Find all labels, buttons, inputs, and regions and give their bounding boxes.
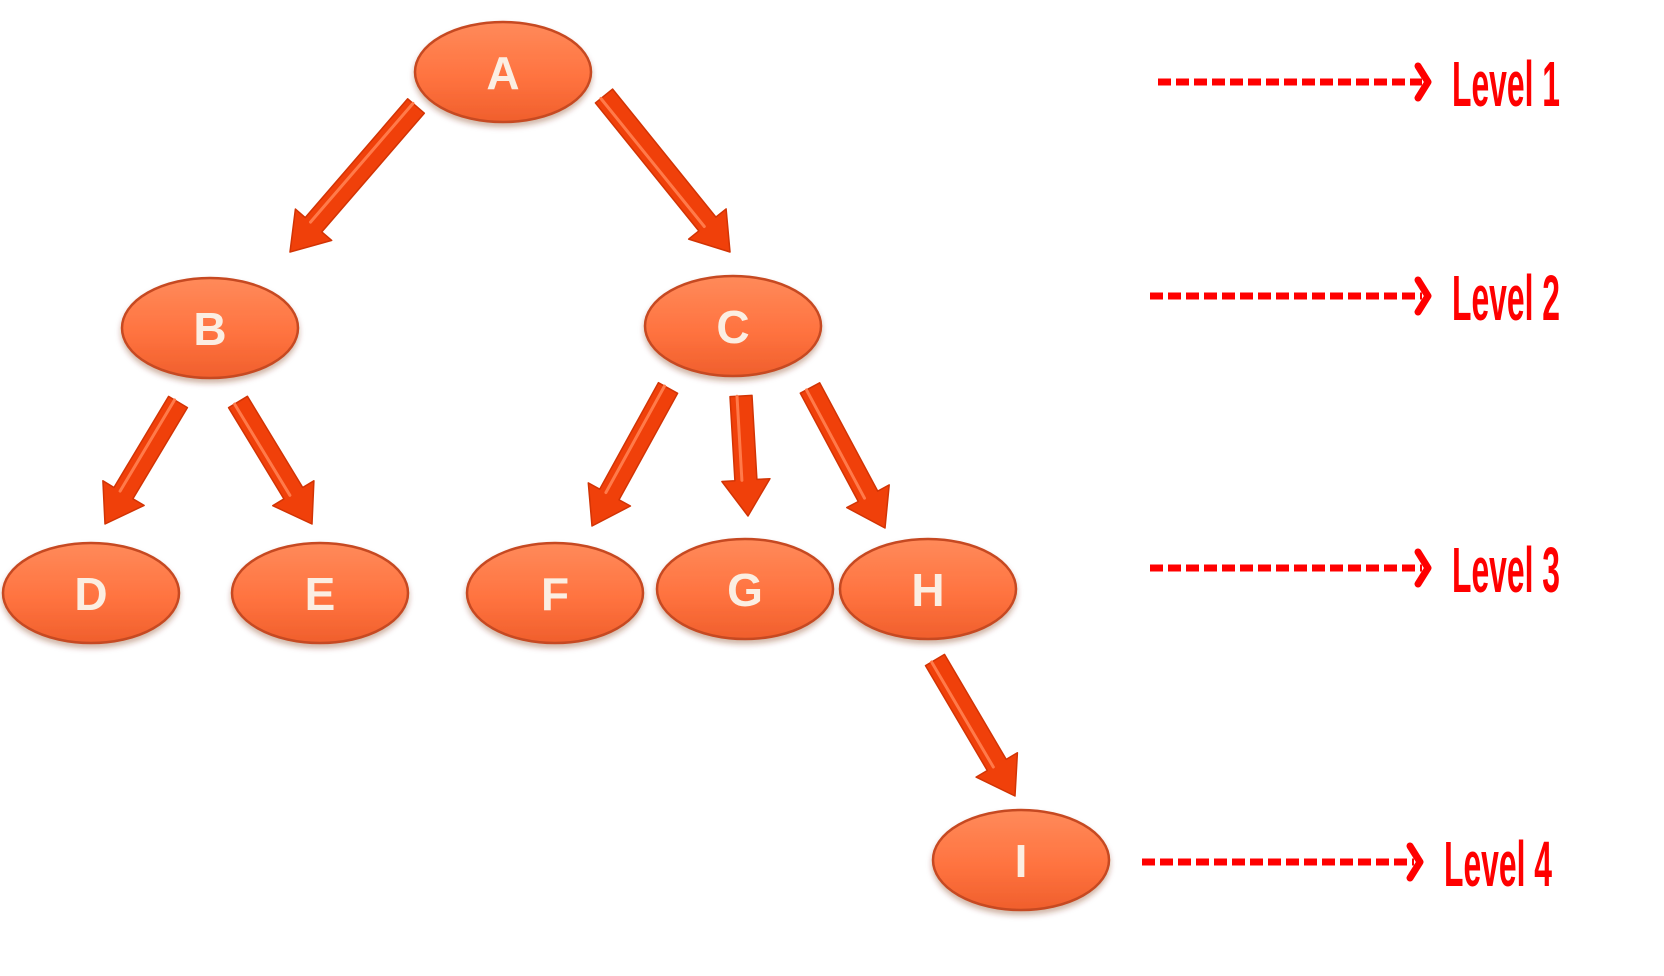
edge-arrow-a-b bbox=[289, 98, 426, 253]
edge-arrow-a-c bbox=[594, 88, 731, 253]
edge-arrow-c-f bbox=[587, 381, 679, 527]
edge-highlight-h-i bbox=[930, 660, 995, 769]
node-label-c: C bbox=[716, 301, 749, 353]
level-label-1: Level 1 bbox=[1452, 48, 1560, 120]
edges-layer bbox=[102, 88, 1019, 797]
level-marker-4: Level 4 bbox=[1142, 828, 1552, 900]
node-label-i: I bbox=[1015, 835, 1028, 887]
level-arrowhead-icon-3 bbox=[1414, 548, 1432, 588]
node-a: A bbox=[413, 20, 593, 124]
level-label-4: Level 4 bbox=[1444, 828, 1552, 900]
edge-highlight-c-h bbox=[805, 388, 866, 500]
level-marker-1: Level 1 bbox=[1158, 48, 1560, 120]
node-ellipse-a bbox=[413, 20, 593, 124]
node-ellipse-i bbox=[931, 808, 1111, 912]
node-label-e: E bbox=[305, 568, 336, 620]
edge-highlight-a-c bbox=[599, 97, 706, 228]
node-f: F bbox=[465, 541, 645, 645]
edge-highlight-c-f bbox=[604, 384, 666, 494]
edge-arrow-b-d bbox=[102, 395, 189, 525]
node-c: C bbox=[643, 274, 823, 378]
edge-highlight-a-b bbox=[309, 101, 415, 224]
node-b: B bbox=[120, 276, 300, 380]
level-marker-2: Level 2 bbox=[1150, 262, 1560, 334]
node-label-h: H bbox=[911, 564, 944, 616]
level-arrowhead-icon-4 bbox=[1406, 842, 1424, 882]
node-ellipse-c bbox=[643, 274, 823, 378]
node-ellipse-g bbox=[655, 537, 835, 641]
edge-highlight-b-d bbox=[118, 398, 177, 493]
level-arrowhead-icon-2 bbox=[1414, 276, 1432, 316]
node-ellipse-f bbox=[465, 541, 645, 645]
node-label-b: B bbox=[193, 303, 226, 355]
node-i: I bbox=[931, 808, 1111, 912]
level-arrowhead-icon-1 bbox=[1414, 62, 1432, 102]
node-label-d: D bbox=[74, 568, 107, 620]
node-g: G bbox=[655, 537, 835, 641]
node-e: E bbox=[230, 541, 410, 645]
nodes-layer: A B C D E F G H I bbox=[1, 20, 1111, 912]
level-label-3: Level 3 bbox=[1452, 534, 1560, 606]
node-label-f: F bbox=[541, 568, 569, 620]
node-h: H bbox=[838, 537, 1018, 641]
edge-arrow-c-g bbox=[721, 394, 771, 517]
edge-highlight-c-g bbox=[735, 394, 744, 482]
node-ellipse-e bbox=[230, 541, 410, 645]
node-label-g: G bbox=[727, 564, 763, 616]
node-label-a: A bbox=[486, 47, 519, 99]
node-ellipse-b bbox=[120, 276, 300, 380]
node-ellipse-h bbox=[838, 537, 1018, 641]
level-label-2: Level 2 bbox=[1452, 262, 1560, 334]
levels-layer: Level 1 Level 2 Level 3 Level 4 bbox=[1142, 48, 1560, 900]
node-d: D bbox=[1, 541, 181, 645]
node-ellipse-d bbox=[1, 541, 181, 645]
edge-highlight-b-e bbox=[233, 402, 292, 497]
level-marker-3: Level 3 bbox=[1150, 534, 1560, 606]
